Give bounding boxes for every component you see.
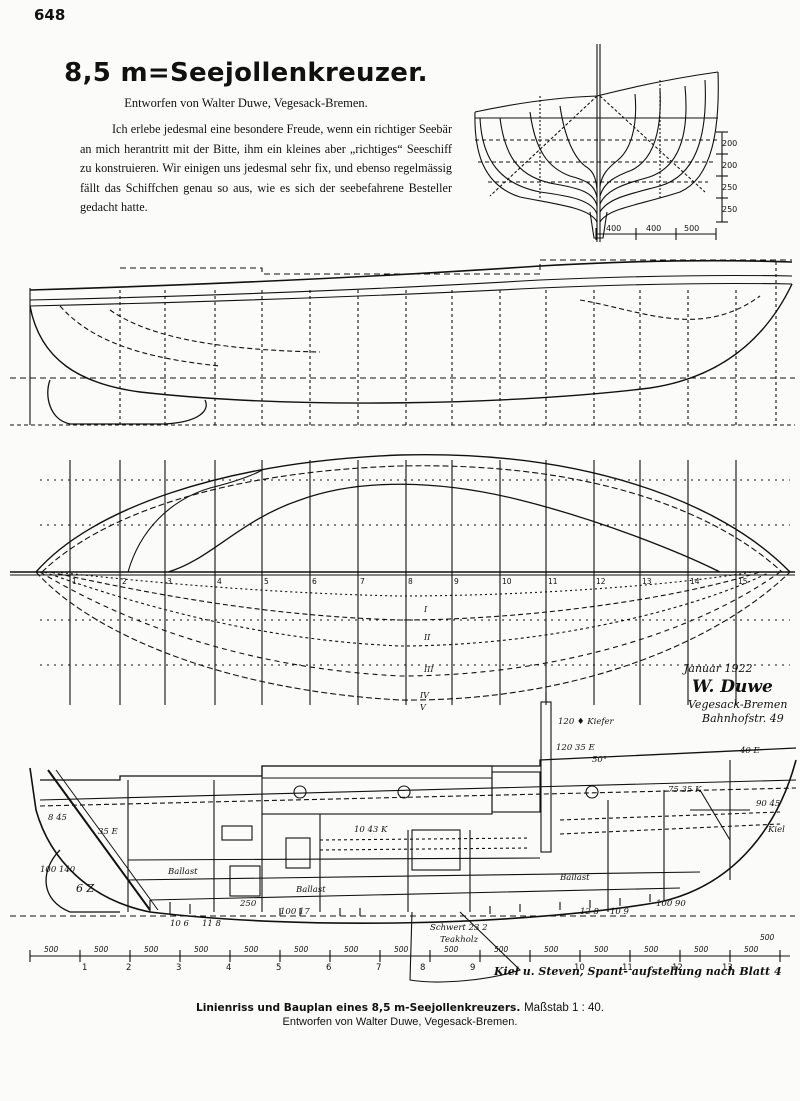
signature-date: Januar 1922 [682, 662, 752, 675]
dimension-label: 500 [394, 945, 409, 954]
signature-name: W. Duwe [692, 677, 773, 697]
annotation-stern-e: 8 45 [48, 813, 67, 823]
dimension-label: 500 [144, 945, 159, 954]
annotation-frame-1: 10 6 [170, 919, 190, 929]
frame-number: 4 [226, 963, 231, 973]
body-plan-height-label: 250 [722, 205, 737, 214]
dimension-label: 500 [694, 945, 709, 954]
frame-number: 12 [672, 963, 683, 973]
waterline-label: V [420, 703, 427, 712]
annotation-kiel: Kiel [767, 825, 785, 835]
annotation-frame-2: 11 8 [202, 919, 222, 929]
station-number: 10 [502, 577, 512, 586]
dimension-label: 500 [760, 933, 775, 942]
dimension-label: 500 [594, 945, 609, 954]
article-title: 8,5 m=Seejollenkreuzer. [64, 58, 428, 88]
frame-number: 13 [722, 963, 733, 973]
station-number: 6 [312, 577, 317, 586]
waterline-label: III [423, 665, 434, 674]
frame-number: 5 [276, 963, 281, 973]
annotation-ballast-1: Ballast [167, 867, 198, 877]
station-number: 13 [642, 577, 652, 586]
frame-number: 3 [176, 963, 181, 973]
annotation-centerboard: Schwert 23 2 [430, 923, 487, 933]
frame-number: 7 [376, 963, 381, 973]
dimension-label: 500 [544, 945, 559, 954]
dimension-label: 500 [44, 945, 59, 954]
annotation-ballast-2: Ballast [295, 885, 326, 895]
annotation-teak: Teakholz [440, 935, 479, 945]
annotation-stem: 35 E [98, 827, 119, 837]
frame-number: 1 [82, 963, 87, 973]
frame-number: 8 [420, 963, 425, 973]
station-number: 14 [690, 577, 700, 586]
caption-main: Linienriss und Bauplan eines 8,5 m-Seejo… [196, 1002, 521, 1014]
station-number: 12 [596, 577, 606, 586]
station-number: 15 [738, 577, 748, 586]
annotation-fifty: 50° [592, 755, 607, 765]
figure-caption: Linienriss und Bauplan eines 8,5 m-Seejo… [180, 1002, 620, 1028]
station-number: 5 [264, 577, 269, 586]
signature-place: Vegesack-Bremen [688, 698, 787, 711]
signature-street: Bahnhofstr. 49 [701, 712, 784, 725]
annotation-sixty-z: 6 Z [76, 882, 94, 895]
annotation-frame-3: 12 8 [580, 907, 600, 917]
dimension-label: 500 [494, 945, 509, 954]
dimension-label: 500 [344, 945, 359, 954]
annotation-kiefer: 120 ♦ Kiefer [558, 717, 615, 727]
body-plan-width-label: 400 [646, 224, 661, 233]
annotation-mast-e: 120 35 E [556, 743, 595, 753]
annotation-note-text: Kiel u. Steven, Spant- aufstellung nach … [493, 965, 782, 978]
annotation-aft-measure: 100 90 [656, 899, 686, 909]
station-number: 4 [217, 577, 222, 586]
annotation-keel-meas: 100 140 [40, 865, 76, 875]
dimension-label: 500 [294, 945, 309, 954]
station-number: 9 [454, 577, 459, 586]
body-plan-height-label: 200 [722, 161, 737, 170]
body-plan-height-label: 200 [722, 139, 737, 148]
dimension-label: 500 [444, 945, 459, 954]
dimension-label: 500 [244, 945, 259, 954]
station-number: 8 [408, 577, 413, 586]
dimension-label: 500 [94, 945, 109, 954]
frame-number: 9 [470, 963, 475, 973]
station-number: 7 [360, 577, 365, 586]
annotation-two-fifty: 250 [239, 899, 257, 909]
annotation-mast-k: 10 43 K [354, 825, 388, 835]
station-number: 1 [72, 577, 77, 586]
annotation-frame-4: 10 9 [610, 907, 630, 917]
frame-number: 11 [622, 963, 633, 973]
waterline-label: IV [419, 691, 430, 700]
caption-byline: Entworfen von Walter Duwe, Vegesack-Brem… [282, 1016, 518, 1028]
annotation-note: Kiel u. Steven, Spant- aufstellung nach … [493, 965, 782, 978]
station-number: 11 [548, 577, 558, 586]
article-body: Ich erlebe jedesmal eine besondere Freud… [80, 122, 452, 214]
dimension-label: 500 [194, 945, 209, 954]
body-plan-width-label: 500 [684, 224, 699, 233]
page-number: 648 [34, 6, 66, 24]
waterline-label: II [423, 633, 431, 642]
station-number: 2 [122, 577, 127, 586]
caption-scale: Maßstab 1 : 40. [524, 1002, 604, 1014]
dimension-label: 500 [644, 945, 659, 954]
annotation-beam-1: 100 17 [280, 907, 310, 917]
caption-title-line: Linienriss und Bauplan eines 8,5 m-Seejo… [180, 1002, 620, 1014]
waterline-label: I [423, 605, 428, 614]
article-byline: Entworfen von Walter Duwe, Vegesack-Brem… [124, 96, 368, 110]
annotation-deck-k: 75 35 K [668, 785, 702, 795]
dimension-label: 500 [744, 945, 759, 954]
frame-number: 2 [126, 963, 131, 973]
body-plan-height-label: 250 [722, 183, 737, 192]
station-number: 3 [167, 577, 172, 586]
body-plan-width-label: 400 [606, 224, 621, 233]
frame-number: 6 [326, 963, 331, 973]
frame-number: 10 [574, 963, 585, 973]
annotation-right-meas: 90 45 [756, 799, 780, 809]
annotation-deck-e: 40 E [739, 746, 761, 756]
annotation-ballast-3: Ballast [559, 873, 590, 883]
